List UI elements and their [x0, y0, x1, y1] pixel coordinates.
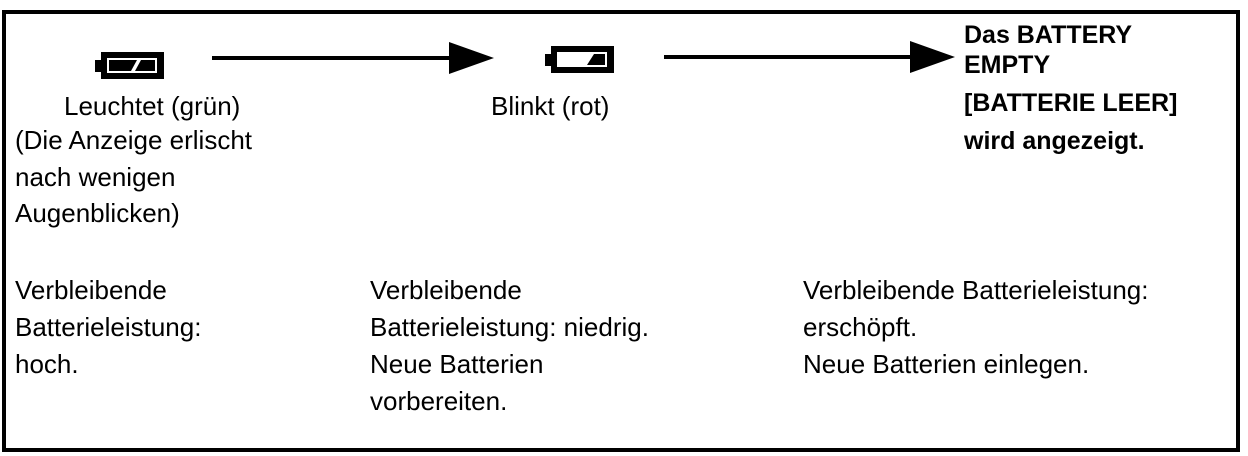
- stage-3-message-line: Das BATTERY: [964, 21, 1133, 49]
- stage-1-indicator: Leuchtet (grün): [64, 91, 241, 121]
- stage-2-remaining-line: vorbereiten.: [370, 386, 508, 416]
- diagram-frame: [2, 10, 1240, 452]
- stage-2-indicator: Blinkt (rot): [491, 91, 610, 121]
- stage-1-note-line: Augenblicken): [15, 198, 180, 228]
- stage-2-remaining-line: Neue Batterien: [370, 349, 544, 379]
- stage-3-remaining-line: Verbleibende Batterieleistung:: [803, 275, 1149, 305]
- stage-3-remaining-line: Neue Batterien einlegen.: [803, 349, 1090, 379]
- stage-1-remaining-line: hoch.: [15, 349, 79, 379]
- stage-3-message-line: [BATTERIE LEER]: [964, 89, 1178, 117]
- arrow-1: [212, 42, 494, 74]
- battery-full-icon: [95, 52, 164, 79]
- stage-2-remaining-line: Verbleibende: [370, 275, 522, 305]
- stage-3-remaining-line: erschöpft.: [803, 312, 918, 342]
- stage-3-message-line: EMPTY: [964, 51, 1051, 79]
- stage-3-message-line: wird angezeigt.: [964, 127, 1145, 155]
- stage-1-remaining-line: Batterieleistung:: [15, 312, 202, 342]
- arrow-2: [664, 41, 955, 73]
- stage-2-remaining-line: Batterieleistung: niedrig.: [370, 312, 649, 342]
- stage-1-remaining-line: Verbleibende: [15, 275, 167, 305]
- stage-1-note-line: (Die Anzeige erlischt: [15, 125, 252, 155]
- stage-1-note-line: nach wenigen: [15, 162, 176, 192]
- battery-low-icon: [545, 46, 614, 73]
